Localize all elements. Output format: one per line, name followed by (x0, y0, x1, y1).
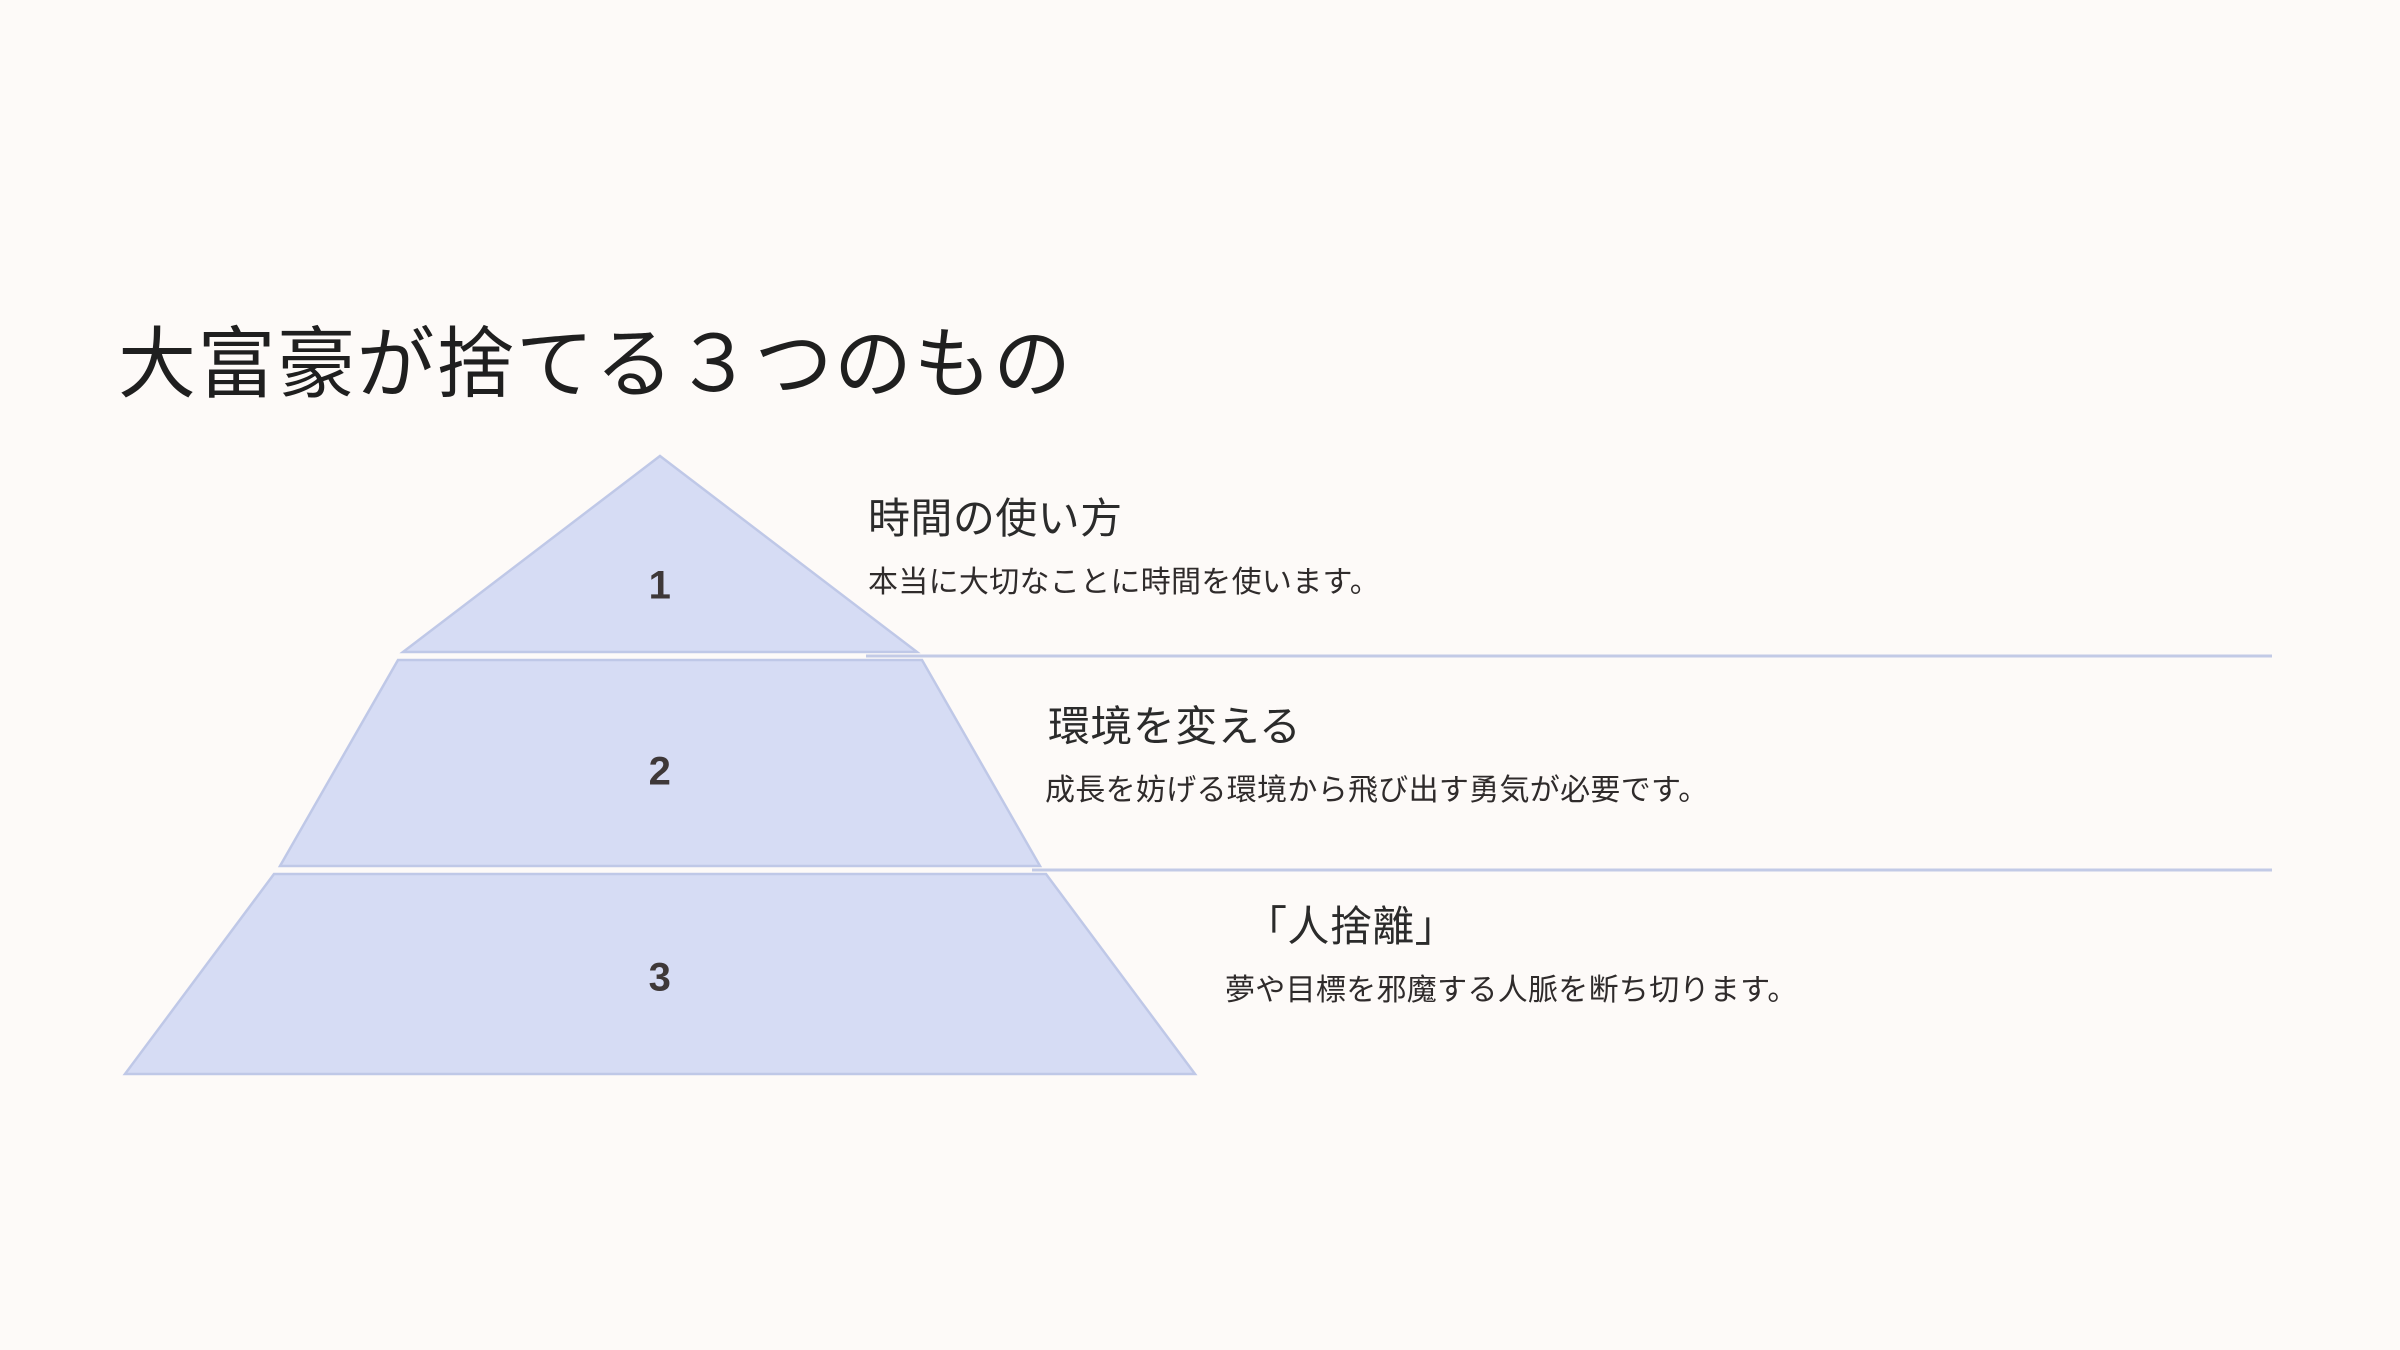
tier-3-heading: 「人捨離」 (1245, 903, 1458, 950)
pyramid-tier-1-shape[interactable] (399, 454, 921, 654)
pyramid-tier-1-text: 時間の使い方 本当に大切なことに時間を使います。 (868, 492, 1380, 603)
pyramid-tier-2-text: 環境を変える 成長を妨げる環境から飛び出す勇気が必要です。 (1045, 700, 1709, 811)
page-title: 大富豪が捨てる３つのもの (118, 320, 1073, 409)
tier-2-description: 成長を妨げる環境から飛び出す勇気が必要です。 (1045, 773, 1709, 807)
tier-3-description: 夢や目標を邪魔する人脈を断ち切ります。 (1225, 973, 1798, 1007)
tier-1-description: 本当に大切なことに時間を使います。 (868, 565, 1381, 599)
tier-1-heading: 時間の使い方 (868, 495, 1123, 542)
pyramid-tier-2-number: 2 (648, 749, 672, 794)
tier-2-heading: 環境を変える (1048, 703, 1302, 750)
pyramid-tier-3-text: 「人捨離」 夢や目標を邪魔する人脈を断ち切ります。 (1225, 900, 1798, 1011)
pyramid-tier-1-number: 1 (648, 563, 672, 608)
pyramid-tier-3-number: 3 (648, 955, 672, 1000)
